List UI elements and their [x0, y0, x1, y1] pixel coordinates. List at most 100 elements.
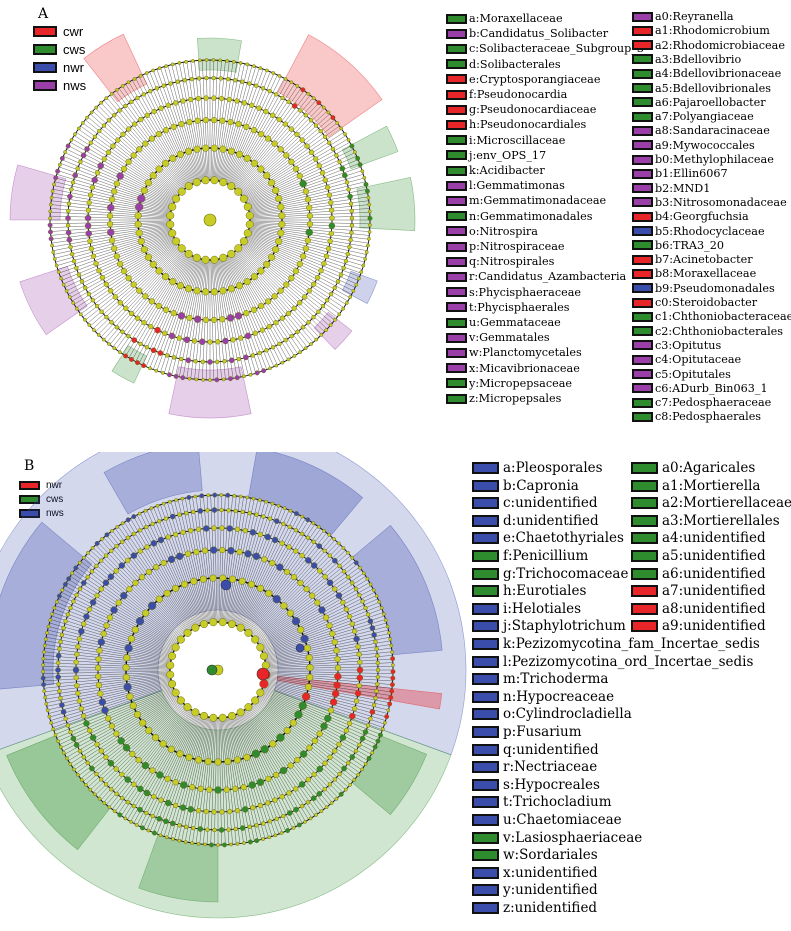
tree-node — [242, 841, 246, 845]
branch-line — [199, 717, 214, 845]
branch-line — [80, 561, 181, 641]
tree-node — [74, 682, 80, 689]
key-swatch — [446, 271, 467, 282]
tree-node — [311, 737, 318, 744]
tree-node — [184, 59, 189, 64]
tree-node — [341, 306, 346, 311]
tree-node — [321, 105, 326, 110]
tree-node — [140, 825, 145, 831]
tree-node — [144, 524, 149, 530]
group-swatch — [33, 80, 57, 91]
branch-line — [56, 602, 174, 652]
tree-node — [343, 258, 349, 264]
branch-line — [167, 715, 205, 838]
tree-node — [356, 674, 364, 682]
key-item: n:Hypocreaceae — [472, 689, 614, 705]
tree-node — [346, 187, 351, 192]
tree-node — [238, 577, 246, 585]
branch-line — [61, 691, 176, 748]
branch-line — [214, 717, 218, 845]
key-label: a0:Agaricales — [662, 460, 756, 476]
branch-line — [257, 697, 362, 771]
tree-node — [168, 202, 177, 211]
tree-node — [55, 660, 61, 666]
tree-node — [327, 782, 333, 787]
tree-node — [164, 353, 170, 358]
branch-line — [265, 647, 392, 665]
key-swatch — [472, 620, 499, 633]
tree-node — [51, 727, 56, 731]
branch-line — [156, 714, 202, 835]
branch-line — [114, 708, 190, 812]
branch-line — [258, 694, 368, 761]
tree-node — [233, 826, 238, 832]
tree-node — [117, 737, 125, 745]
tree-node — [304, 143, 310, 149]
tree-node — [155, 595, 163, 603]
tree-node — [373, 639, 378, 645]
tree-node — [48, 216, 52, 221]
tree-node — [360, 767, 364, 772]
key-item: a6:unidentified — [631, 566, 766, 582]
branch-line — [265, 651, 393, 666]
tree-node — [349, 223, 355, 228]
tree-node — [197, 785, 204, 792]
tree-node — [89, 765, 95, 772]
tree-node — [260, 86, 266, 91]
tree-node — [96, 333, 101, 337]
tree-node — [155, 503, 160, 508]
tree-node — [57, 162, 62, 167]
tree-node — [314, 337, 319, 342]
tree-node — [367, 236, 371, 241]
branch-line — [261, 595, 377, 650]
branch-line — [45, 677, 171, 700]
tree-node — [193, 287, 201, 295]
tree-node — [353, 748, 359, 754]
tree-node — [287, 762, 294, 769]
key-swatch — [632, 254, 653, 265]
branch-line — [236, 714, 286, 832]
tree-node — [94, 771, 99, 777]
tree-node — [356, 772, 361, 777]
branch-line — [265, 676, 392, 696]
tree-node — [176, 282, 185, 290]
key-swatch — [446, 393, 467, 404]
branch-line — [262, 687, 381, 735]
key-item: m:Gemmatimonadaceae — [446, 194, 606, 207]
key-label: j:env_OPS_17 — [469, 148, 547, 162]
tree-node — [148, 298, 155, 305]
tree-node — [87, 323, 92, 327]
tree-node — [207, 339, 213, 345]
tree-node — [274, 816, 279, 822]
branch-line — [249, 706, 333, 803]
tree-node — [227, 182, 236, 191]
branch-line — [265, 640, 391, 663]
tree-node — [89, 599, 97, 606]
tree-node — [211, 75, 216, 81]
tree-node — [52, 606, 57, 610]
tree-node — [300, 514, 305, 519]
tree-node — [252, 330, 258, 336]
tree-node — [279, 540, 285, 546]
key-item: c3:Opitutus — [632, 339, 721, 352]
tree-node — [344, 301, 349, 305]
key-label: h:Pseudonocardiales — [469, 118, 587, 132]
tree-node — [149, 767, 156, 774]
tree-node — [222, 359, 227, 364]
tree-node — [261, 368, 267, 374]
tree-node — [242, 374, 246, 379]
branch-line — [231, 715, 269, 838]
branch-line — [265, 675, 392, 693]
branch-line — [43, 673, 171, 685]
branch-line — [160, 715, 203, 836]
tree-node — [55, 168, 61, 174]
tree-node — [326, 579, 334, 587]
tree-node — [306, 673, 314, 681]
tree-node — [107, 203, 115, 212]
branch-line — [256, 566, 360, 642]
tree-node — [283, 337, 288, 343]
tree-node — [142, 140, 149, 147]
tree-node — [276, 116, 282, 123]
key-label: i:Helotiales — [503, 600, 582, 617]
tree-node — [367, 209, 372, 214]
